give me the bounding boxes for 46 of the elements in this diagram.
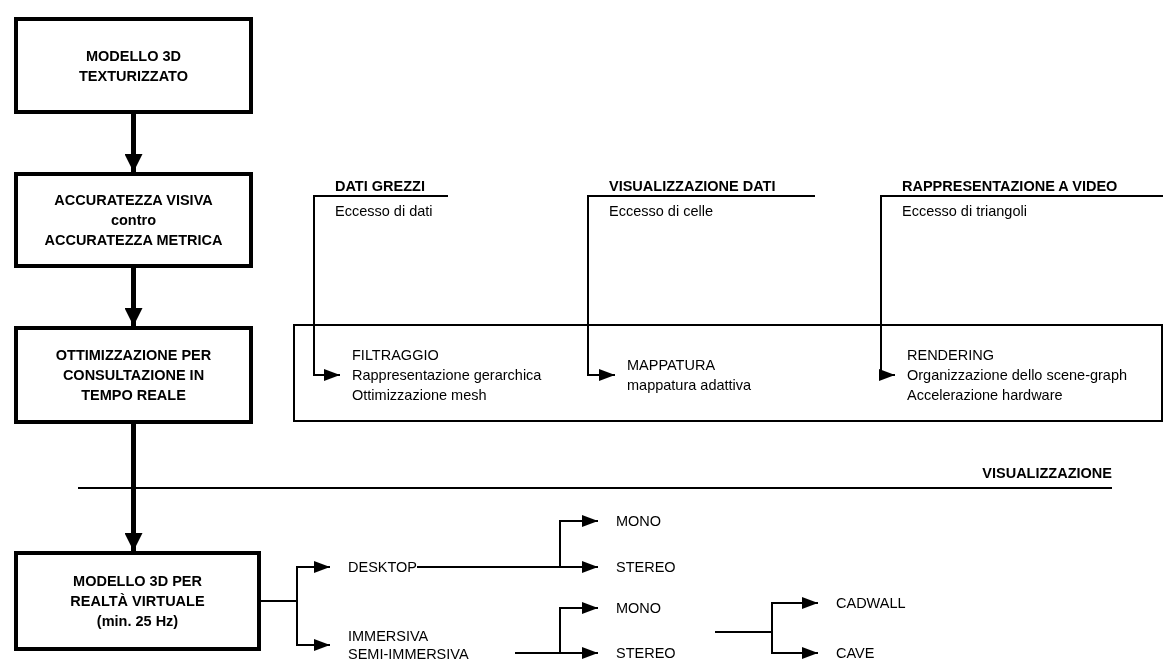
step-label: DESKTOP bbox=[330, 557, 418, 577]
box-label: OTTIMIZZAZIONE PER CONSULTAZIONE IN TEMPO REALE bbox=[54, 346, 213, 405]
box-label: (min. 25 Hz) bbox=[96, 612, 179, 631]
box-label: MODELLO 3D TEXTURIZZATO bbox=[78, 46, 189, 86]
arrow bbox=[880, 195, 896, 381]
group-frame bbox=[293, 324, 1163, 422]
arrow bbox=[260, 600, 331, 651]
section-text: Eccesso di dati bbox=[334, 202, 434, 221]
section-heading: DATI GREZZI bbox=[334, 177, 426, 195]
step-text: Rappresentazione gerarchica bbox=[352, 366, 543, 385]
arrow bbox=[124, 424, 143, 551]
process-box bbox=[14, 326, 253, 424]
step-text: SEMI-IMMERSIVA bbox=[348, 645, 470, 663]
box-label: contro bbox=[110, 211, 157, 230]
arrow bbox=[124, 268, 143, 326]
section-heading: RAPPRESENTAZIONE A VIDEO bbox=[901, 177, 1119, 195]
step-label: CAVE bbox=[818, 643, 958, 663]
step-label: FILTRAGGIO bbox=[352, 346, 440, 365]
section-text: Eccesso di triangoli bbox=[901, 202, 1028, 221]
arrow bbox=[313, 195, 341, 381]
arrow bbox=[587, 195, 616, 381]
arrow bbox=[416, 561, 599, 573]
step-text: Ottimizzazione mesh bbox=[352, 386, 488, 405]
process-box bbox=[14, 17, 253, 114]
step-text: Organizzazione dello scene-graph bbox=[907, 366, 1129, 385]
box-label: ACCURATEZZA VISIVA bbox=[54, 191, 213, 210]
arrow bbox=[714, 631, 819, 659]
box-label: MODELLO 3D PER REALTÀ VIRTUALE bbox=[69, 572, 206, 611]
section-label: VISUALIZZAZIONE bbox=[982, 465, 1112, 481]
step-label: RENDERING bbox=[907, 346, 995, 365]
step-label: CADWALL bbox=[818, 593, 958, 613]
process-box bbox=[14, 172, 253, 268]
step-label: STEREO bbox=[598, 557, 718, 577]
step-text: mappatura adattiva bbox=[627, 376, 753, 395]
step-label: MONO bbox=[598, 511, 718, 531]
step-text: Accelerazione hardware bbox=[907, 386, 1064, 405]
section-text: Eccesso di celle bbox=[608, 202, 714, 221]
arrow bbox=[124, 114, 143, 172]
step-label: MONO bbox=[598, 598, 718, 618]
step-label: IMMERSIVA bbox=[348, 627, 430, 645]
arrow bbox=[514, 647, 599, 659]
step-label: STEREO bbox=[598, 643, 718, 663]
process-box bbox=[14, 551, 261, 651]
box-label: ACCURATEZZA METRICA bbox=[44, 231, 223, 250]
step-label: MAPPATURA bbox=[627, 356, 717, 375]
section-heading: VISUALIZZAZIONE DATI bbox=[608, 177, 777, 195]
